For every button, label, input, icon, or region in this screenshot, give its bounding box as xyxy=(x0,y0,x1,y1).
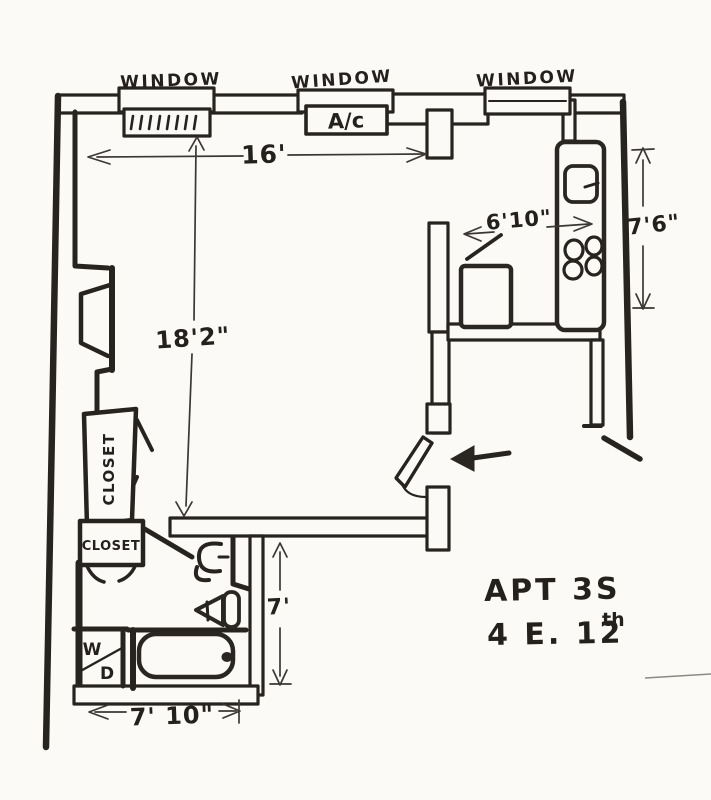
closet-door-stroke-1 xyxy=(135,418,154,452)
corridor-door-icon xyxy=(601,435,643,462)
dim-kitchen-length-label: 7'6" xyxy=(626,210,681,240)
bathroom-door-icon xyxy=(140,525,195,560)
address-line: 4 E. 12 xyxy=(487,616,624,653)
dimension-kitchen-length xyxy=(631,147,655,310)
left-wall-interior xyxy=(72,109,115,694)
window-2 xyxy=(296,88,395,136)
toilet-bowl xyxy=(193,565,211,583)
bath-sink-icon xyxy=(194,594,225,627)
wall-left-inner-upper xyxy=(72,109,111,271)
tub-drain xyxy=(221,652,233,662)
doors xyxy=(85,418,643,584)
arrow-left-icon xyxy=(87,149,111,165)
kitchen xyxy=(458,139,607,333)
dryer-label: D xyxy=(100,664,114,684)
wall-entry-stub-bottom xyxy=(425,485,451,552)
arrow-left-icon xyxy=(463,226,482,242)
wall-toilet-nook xyxy=(230,535,252,592)
wall-kitchen-left-upper xyxy=(427,221,450,334)
stove-burners-icon xyxy=(562,235,604,281)
bathtub-icon xyxy=(136,631,236,680)
entry-arrow-icon xyxy=(449,445,512,472)
ac-unit-icon xyxy=(304,104,389,136)
address-superscript: th xyxy=(602,609,625,631)
wall-left-inner-lower xyxy=(94,366,115,415)
closet-lower-box xyxy=(77,518,146,568)
arrow-down-icon xyxy=(175,501,193,517)
dimension-bath-width xyxy=(88,699,241,724)
dimension-living-length xyxy=(175,136,205,517)
wall-left-outer xyxy=(42,92,62,751)
dim-bath-width-label: 7' 10" xyxy=(129,701,214,732)
arrow-right-icon xyxy=(406,147,427,163)
tick-top xyxy=(631,148,655,151)
arrow-down-icon xyxy=(272,669,288,686)
arrow-up-icon xyxy=(272,542,288,558)
dimension-kitchen-width xyxy=(463,216,593,242)
wall-mainroom-bottom xyxy=(168,516,435,538)
dim-living-length-label: 18'2" xyxy=(154,321,231,354)
arrow-right-icon xyxy=(573,216,593,232)
dim-living-width-label: 16' xyxy=(241,139,287,170)
wall-top-a xyxy=(57,93,127,115)
ac-unit-label: A/c xyxy=(327,108,364,133)
washer-label: W xyxy=(83,640,102,660)
scan-artifact-line xyxy=(644,673,711,679)
wall-bath-right xyxy=(248,534,265,697)
bath-sink-basin xyxy=(222,590,241,629)
entry-arrow-shaft xyxy=(470,450,512,461)
arrow-up-icon xyxy=(188,136,205,152)
dim-kitchen-width-label: 6'10" xyxy=(485,205,553,235)
window-1 xyxy=(117,86,216,138)
bathroom xyxy=(75,541,241,680)
wall-corridor-left xyxy=(589,338,605,427)
dimension-living-width xyxy=(87,147,427,165)
arrow-left-icon xyxy=(88,704,109,720)
fridge-icon xyxy=(458,263,514,330)
apartment-title: APT 3S xyxy=(484,572,621,609)
entry-door-icon xyxy=(394,435,434,489)
wd-divider-line xyxy=(75,646,124,675)
window-1-label: WINDOW xyxy=(120,69,222,93)
dimension-bath-length xyxy=(269,542,292,686)
dim-bath-length-label: 7' xyxy=(266,594,291,620)
radiator-icon xyxy=(129,114,198,131)
arrow-up-icon xyxy=(635,147,651,164)
toilet-icon xyxy=(196,541,223,574)
window-3 xyxy=(483,86,572,116)
arrow-right-icon xyxy=(222,703,241,719)
center-walls xyxy=(72,221,605,706)
wall-entry-stub-top xyxy=(425,402,452,435)
bath-sink-crossbar xyxy=(205,600,210,622)
entry-door-swing-arc xyxy=(400,482,428,499)
wall-bath-bottom xyxy=(72,684,260,706)
closet-swing-dash-left xyxy=(85,564,106,584)
faucet-icon xyxy=(583,181,600,189)
radiator-bay-icon xyxy=(78,282,113,359)
arrow-down-icon xyxy=(635,293,651,310)
bathroom-interior-walls xyxy=(71,535,252,691)
closet-upper-label: CLOSET xyxy=(100,432,118,505)
wall-right-outer xyxy=(619,98,634,441)
fridge-door-line xyxy=(465,233,503,261)
entry-arrow-head xyxy=(449,445,475,472)
closet-lower-label: CLOSET xyxy=(82,539,141,554)
wall-column xyxy=(425,108,454,160)
wall-top-b xyxy=(210,93,304,115)
